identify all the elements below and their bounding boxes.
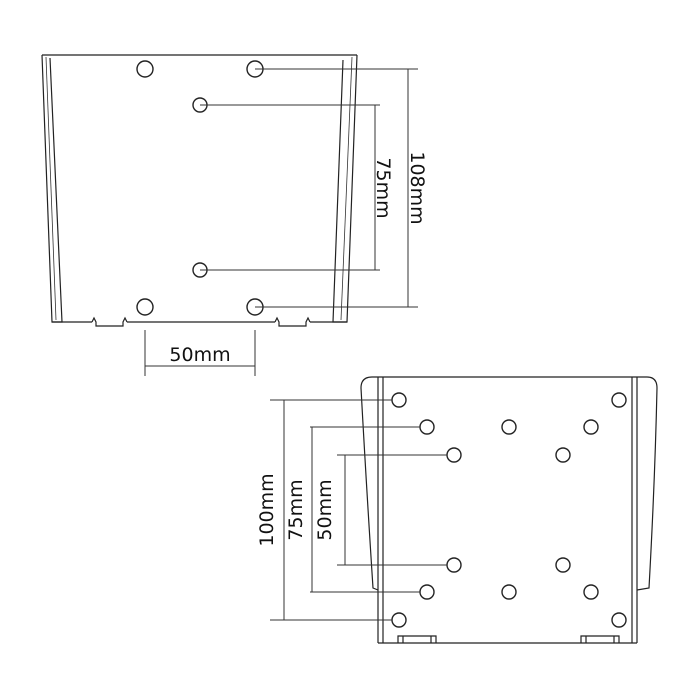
hole: [391, 612, 407, 628]
bottom-bracket: 100mm 75mm 50mm: [256, 376, 658, 644]
slot-right: [580, 635, 620, 643]
dim-line-50: [144, 330, 256, 376]
hole: [446, 447, 462, 463]
bracket-outline: [360, 376, 658, 591]
hole: [419, 419, 435, 435]
right-flange: [332, 54, 358, 323]
label-50mm: 50mm: [314, 479, 336, 540]
hole: [611, 612, 627, 628]
hole: [501, 419, 517, 435]
hole: [501, 584, 517, 600]
top-bracket: 108mm 75mm 50mm: [41, 54, 428, 376]
hole-pattern: [391, 392, 627, 628]
hole: [446, 557, 462, 573]
hole: [555, 447, 571, 463]
hole: [136, 298, 154, 316]
label-75mm: 75mm: [372, 157, 394, 218]
clip-right: [274, 316, 311, 327]
label-50mm: 50mm: [169, 344, 230, 366]
label-108mm: 108mm: [406, 151, 428, 224]
label-100mm: 100mm: [256, 473, 278, 546]
slot-left: [397, 635, 437, 643]
hole: [583, 584, 599, 600]
hole: [611, 392, 627, 408]
clip-left: [91, 316, 128, 327]
hole: [391, 392, 407, 408]
label-75mm: 75mm: [285, 479, 307, 540]
hole: [419, 584, 435, 600]
hole: [136, 60, 154, 78]
left-flange: [41, 54, 63, 323]
hole: [583, 419, 599, 435]
hole: [555, 557, 571, 573]
